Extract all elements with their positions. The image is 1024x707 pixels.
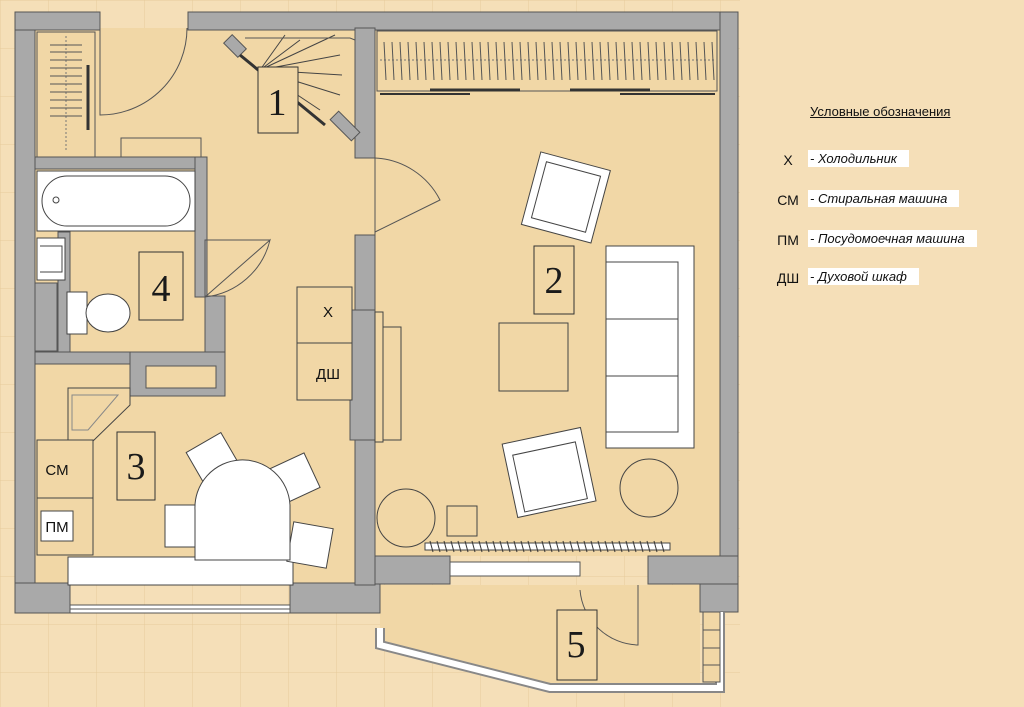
room-number: 3 bbox=[127, 446, 146, 488]
room-number: 5 bbox=[567, 624, 586, 666]
dining-set bbox=[164, 431, 334, 569]
appliance-labels: Х ДШ СМ ПМ bbox=[45, 304, 340, 536]
doors bbox=[99, 27, 639, 646]
walls bbox=[14, 11, 739, 614]
legend-item: СМ - Стиральная машина bbox=[768, 190, 1018, 210]
legend-code: Х bbox=[783, 152, 793, 168]
room-number: 2 bbox=[545, 260, 564, 302]
radiator bbox=[424, 540, 671, 553]
legend-description: - Посудомоечная машина bbox=[808, 230, 977, 247]
kitchen-furniture bbox=[36, 286, 353, 586]
balcony bbox=[375, 561, 725, 693]
appliance-label-fridge: Х bbox=[323, 304, 333, 321]
appliance-label-dishwasher: ПМ bbox=[45, 519, 68, 536]
living-wardrobe bbox=[376, 30, 718, 95]
room-number: 4 bbox=[152, 268, 171, 310]
appliance-label-oven: ДШ bbox=[316, 366, 340, 383]
legend-item: ДШ - Духовой шкаф bbox=[768, 268, 1018, 288]
legend-description: - Холодильник bbox=[808, 150, 909, 167]
hall-wardrobe bbox=[36, 31, 202, 158]
legend-title: Условные обозначения bbox=[810, 104, 951, 119]
legend-code: ДШ bbox=[776, 270, 800, 286]
legend-item: ПМ - Посудомоечная машина bbox=[768, 230, 1018, 250]
appliance-label-washer: СМ bbox=[45, 462, 68, 479]
legend-description: - Духовой шкаф bbox=[808, 268, 919, 285]
room-number: 1 bbox=[268, 82, 287, 124]
legend-code: СМ bbox=[777, 192, 799, 208]
corner-wardrobe bbox=[239, 34, 356, 134]
legend-description: - Стиральная машина bbox=[808, 190, 960, 207]
bathroom-fixtures bbox=[36, 170, 196, 335]
wall-niche bbox=[145, 365, 217, 389]
room-numbers: 1 2 3 4 5 bbox=[127, 82, 586, 666]
legend-code: ПМ bbox=[777, 232, 799, 248]
kitchen-window bbox=[69, 604, 291, 614]
living-furniture bbox=[374, 151, 695, 681]
legend-item: Х - Холодильник bbox=[768, 150, 1018, 170]
